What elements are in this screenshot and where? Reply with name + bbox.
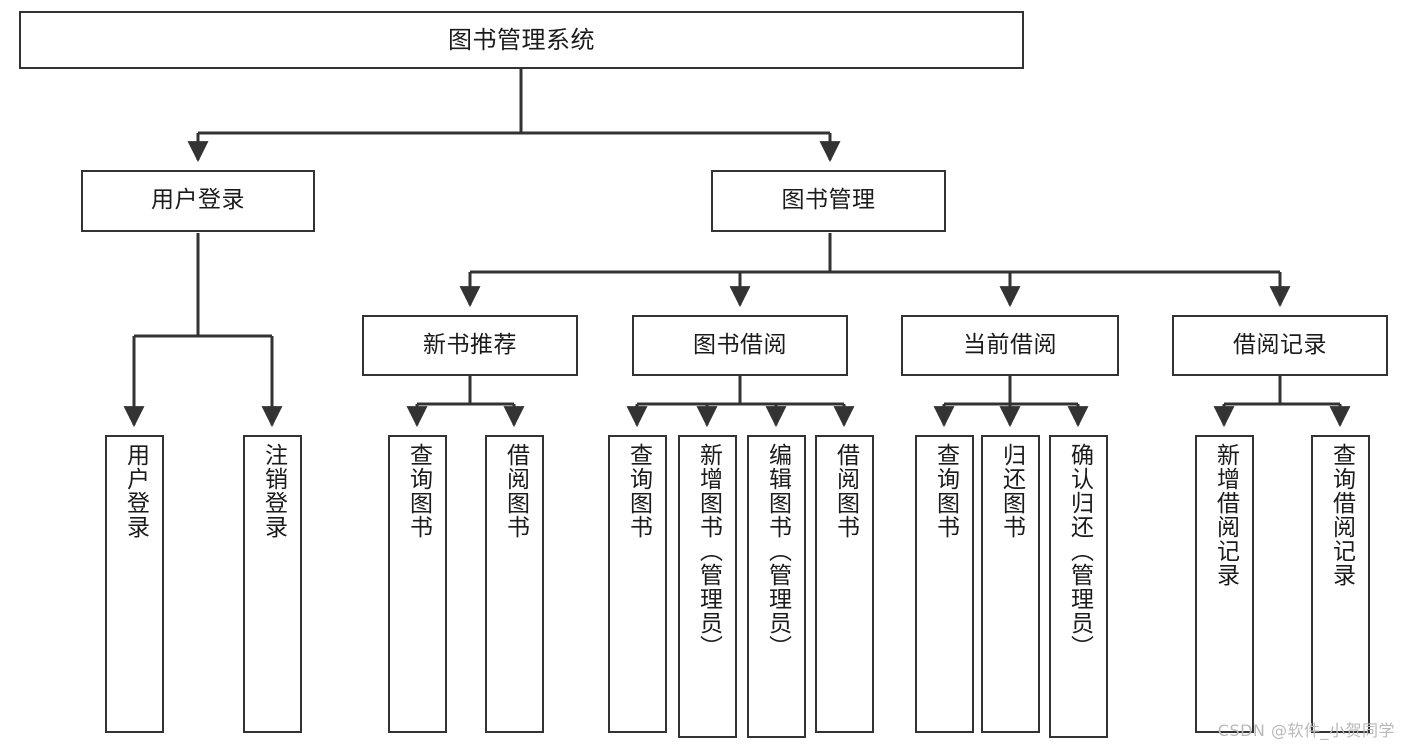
node-root-system[interactable]: 图书管理系统 [19, 11, 1024, 69]
node-label: 查询图书 [625, 443, 652, 539]
node-book-management[interactable]: 图书管理 [711, 170, 946, 232]
node-label: 查询图书 [932, 443, 959, 539]
leaf-add-borrow-record[interactable]: 新增借阅记录 [1195, 435, 1254, 733]
leaf-query-book-recommend[interactable]: 查询图书 [388, 435, 447, 733]
leaf-edit-book-admin[interactable]: 编辑图书（管理员） [747, 435, 806, 738]
node-new-book-recommend[interactable]: 新书推荐 [362, 315, 578, 376]
leaf-borrow-book[interactable]: 借阅图书 [815, 435, 874, 733]
leaf-borrow-book-recommend[interactable]: 借阅图书 [485, 435, 544, 733]
node-label: 借阅图书 [832, 443, 859, 539]
node-label: 借阅记录 [1233, 331, 1327, 358]
node-label: 图书管理系统 [448, 25, 595, 54]
leaf-confirm-return-admin[interactable]: 确认归还（管理员） [1049, 435, 1108, 738]
node-label: 注销登录 [260, 443, 287, 539]
leaf-return-book[interactable]: 归还图书 [981, 435, 1040, 733]
leaf-query-book-current[interactable]: 查询图书 [915, 435, 974, 733]
node-borrow-record[interactable]: 借阅记录 [1172, 315, 1388, 376]
node-label: 用户登录 [151, 187, 245, 214]
node-user-login[interactable]: 用户登录 [81, 170, 315, 232]
leaf-query-book-borrow[interactable]: 查询图书 [608, 435, 667, 733]
node-label: 查询借阅记录 [1328, 443, 1355, 587]
node-label: 借阅图书 [502, 443, 529, 539]
node-label: 用户登录 [122, 443, 149, 539]
node-label: 确认归还（管理员） [1066, 443, 1093, 659]
node-book-borrow[interactable]: 图书借阅 [632, 315, 848, 376]
node-label: 图书管理 [781, 187, 876, 214]
node-label: 新书推荐 [423, 331, 517, 358]
node-label: 当前借阅 [963, 331, 1057, 358]
node-label: 新增借阅记录 [1212, 443, 1239, 587]
leaf-logout[interactable]: 注销登录 [243, 435, 302, 733]
node-label: 归还图书 [998, 443, 1025, 539]
leaf-user-login[interactable]: 用户登录 [105, 435, 164, 733]
node-label: 新增图书（管理员） [695, 443, 722, 659]
node-label: 编辑图书（管理员） [764, 443, 791, 659]
node-current-borrow[interactable]: 当前借阅 [901, 315, 1119, 376]
node-label: 查询图书 [405, 443, 432, 539]
leaf-query-borrow-record[interactable]: 查询借阅记录 [1311, 435, 1370, 733]
leaf-add-book-admin[interactable]: 新增图书（管理员） [678, 435, 737, 738]
watermark: CSDN @软件_小贺同学 [1217, 721, 1395, 740]
node-label: 图书借阅 [693, 331, 787, 358]
